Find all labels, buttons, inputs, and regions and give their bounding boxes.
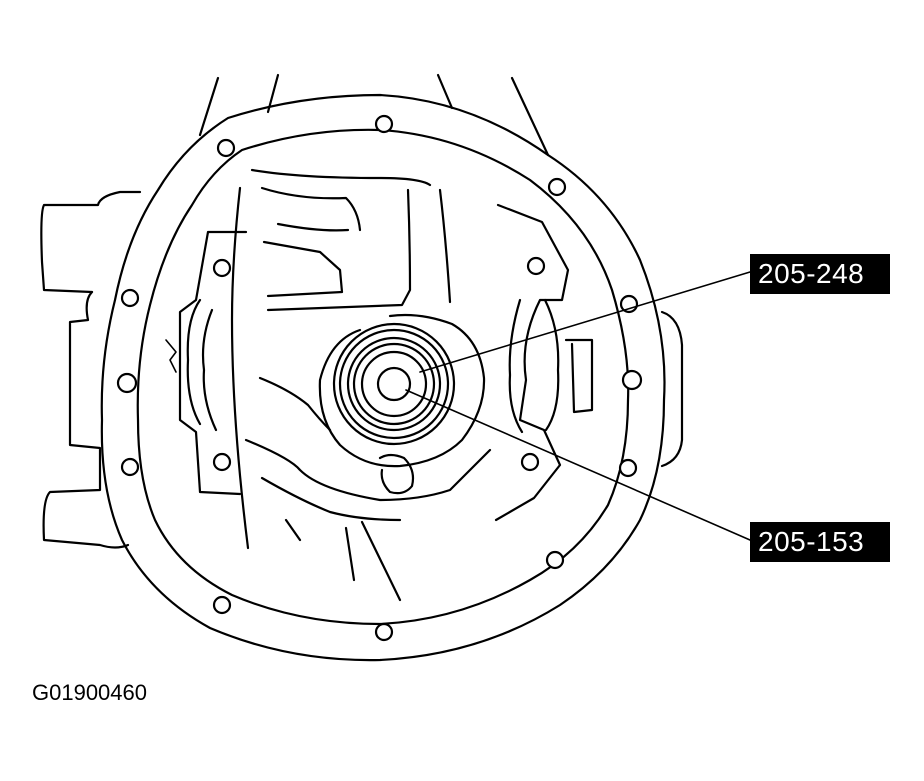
carrier-interior (165, 168, 594, 602)
tool-callout-205-248: 205-248 (750, 254, 890, 294)
housing-left-flange (40, 190, 142, 549)
cover-inner-outline (136, 128, 630, 626)
pinion-seal-assembly (318, 313, 486, 468)
cover-outer-outline (100, 93, 666, 662)
tool-callout-205-153: 205-153 (750, 522, 890, 562)
cover-bolt-holes (116, 114, 643, 642)
figure-id-label: G01900460 (32, 680, 147, 705)
axle-housing-top (198, 73, 550, 157)
housing-right-flange (660, 310, 684, 468)
leader-lines (405, 271, 751, 541)
